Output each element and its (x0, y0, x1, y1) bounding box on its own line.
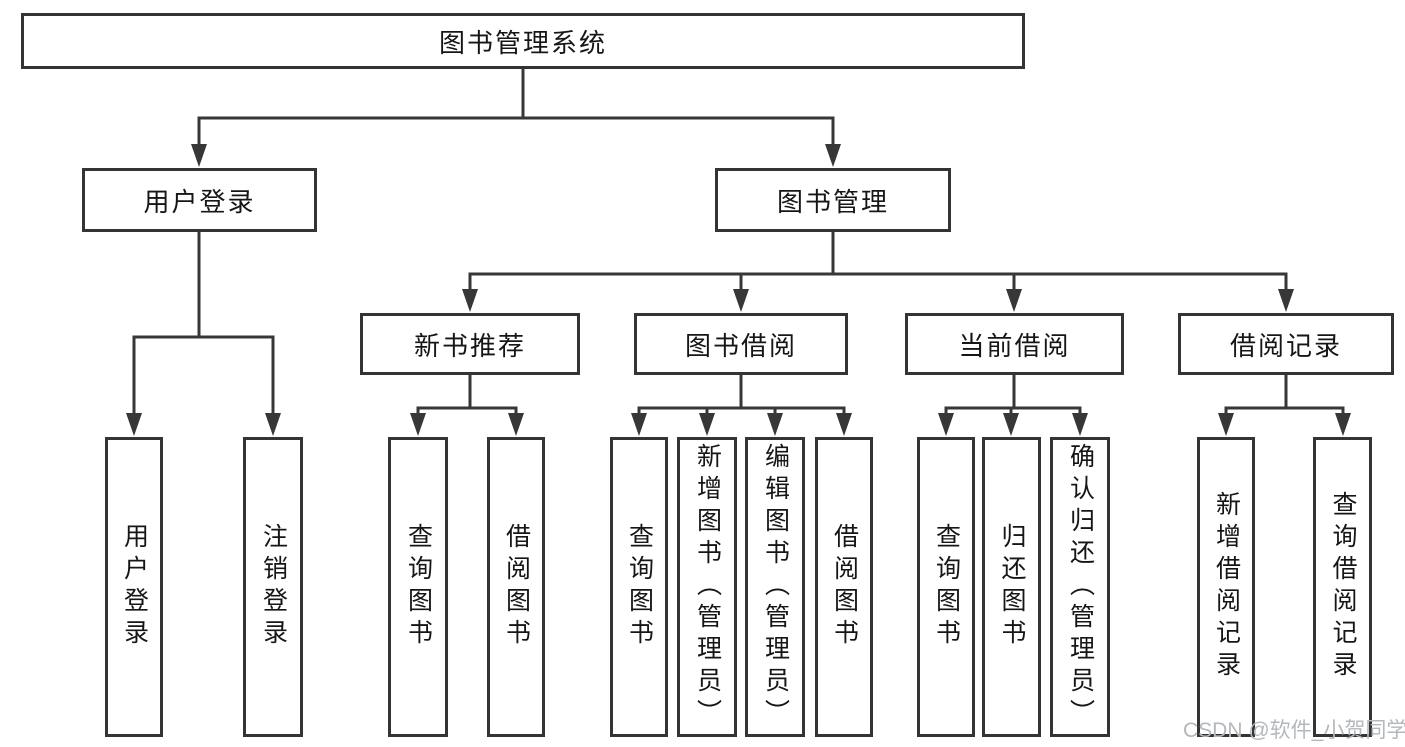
node-label: 图书管理系统 (438, 27, 607, 58)
node-book-borrowing: 图书借阅 (634, 313, 848, 375)
leaf-query-books-recommend: 查询图书 (388, 437, 448, 737)
leaf-add-book-admin: 新增图书（管理员） (677, 437, 737, 737)
node-root: 图书管理系统 (21, 13, 1025, 69)
leaf-borrow-books-recommend: 借阅图书 (487, 437, 545, 737)
arrowhead-icons (126, 144, 1351, 436)
node-label: 编辑图书（管理员） (761, 443, 790, 731)
node-label: 查询图书 (625, 523, 654, 651)
leaf-edit-book-admin: 编辑图书（管理员） (745, 437, 805, 737)
node-book-management: 图书管理 (715, 168, 951, 232)
node-label: 新增借阅记录 (1212, 491, 1241, 683)
node-label: 新增图书（管理员） (693, 443, 722, 731)
node-label: 用户登录 (143, 186, 256, 217)
node-label: 查询图书 (404, 523, 433, 651)
node-label: 确认归还（管理员） (1066, 443, 1095, 731)
node-label: 图书借阅 (684, 330, 797, 361)
leaf-return-books: 归还图书 (982, 437, 1041, 737)
node-label: 借阅记录 (1229, 330, 1342, 361)
node-label: 注销登录 (259, 523, 288, 651)
node-label: 用户登录 (120, 523, 149, 651)
node-borrow-records: 借阅记录 (1178, 313, 1394, 375)
node-label: 查询图书 (932, 523, 961, 651)
leaf-logout: 注销登录 (243, 437, 303, 737)
leaf-query-books-borrowing: 查询图书 (610, 437, 668, 737)
node-label: 查询借阅记录 (1329, 491, 1357, 683)
node-label: 借阅图书 (830, 523, 859, 651)
leaf-query-books-current: 查询图书 (917, 437, 975, 737)
node-label: 当前借阅 (958, 330, 1071, 361)
node-new-book-recommend: 新书推荐 (360, 313, 580, 375)
leaf-borrow-books-borrowing: 借阅图书 (815, 437, 873, 737)
leaf-user-login: 用户登录 (105, 437, 163, 737)
node-label: 归还图书 (998, 523, 1026, 651)
leaf-query-borrow-record: 查询借阅记录 (1313, 437, 1372, 737)
leaf-confirm-return-admin: 确认归还（管理员） (1050, 437, 1110, 737)
node-label: 图书管理 (776, 186, 889, 217)
node-user-login: 用户登录 (82, 168, 317, 232)
node-current-borrowing: 当前借阅 (905, 313, 1124, 375)
leaf-add-borrow-record: 新增借阅记录 (1197, 437, 1255, 737)
watermark: CSDN @软件_小贺同学 (1183, 719, 1405, 742)
node-label: 新书推荐 (413, 330, 526, 361)
node-label: 借阅图书 (502, 523, 531, 651)
